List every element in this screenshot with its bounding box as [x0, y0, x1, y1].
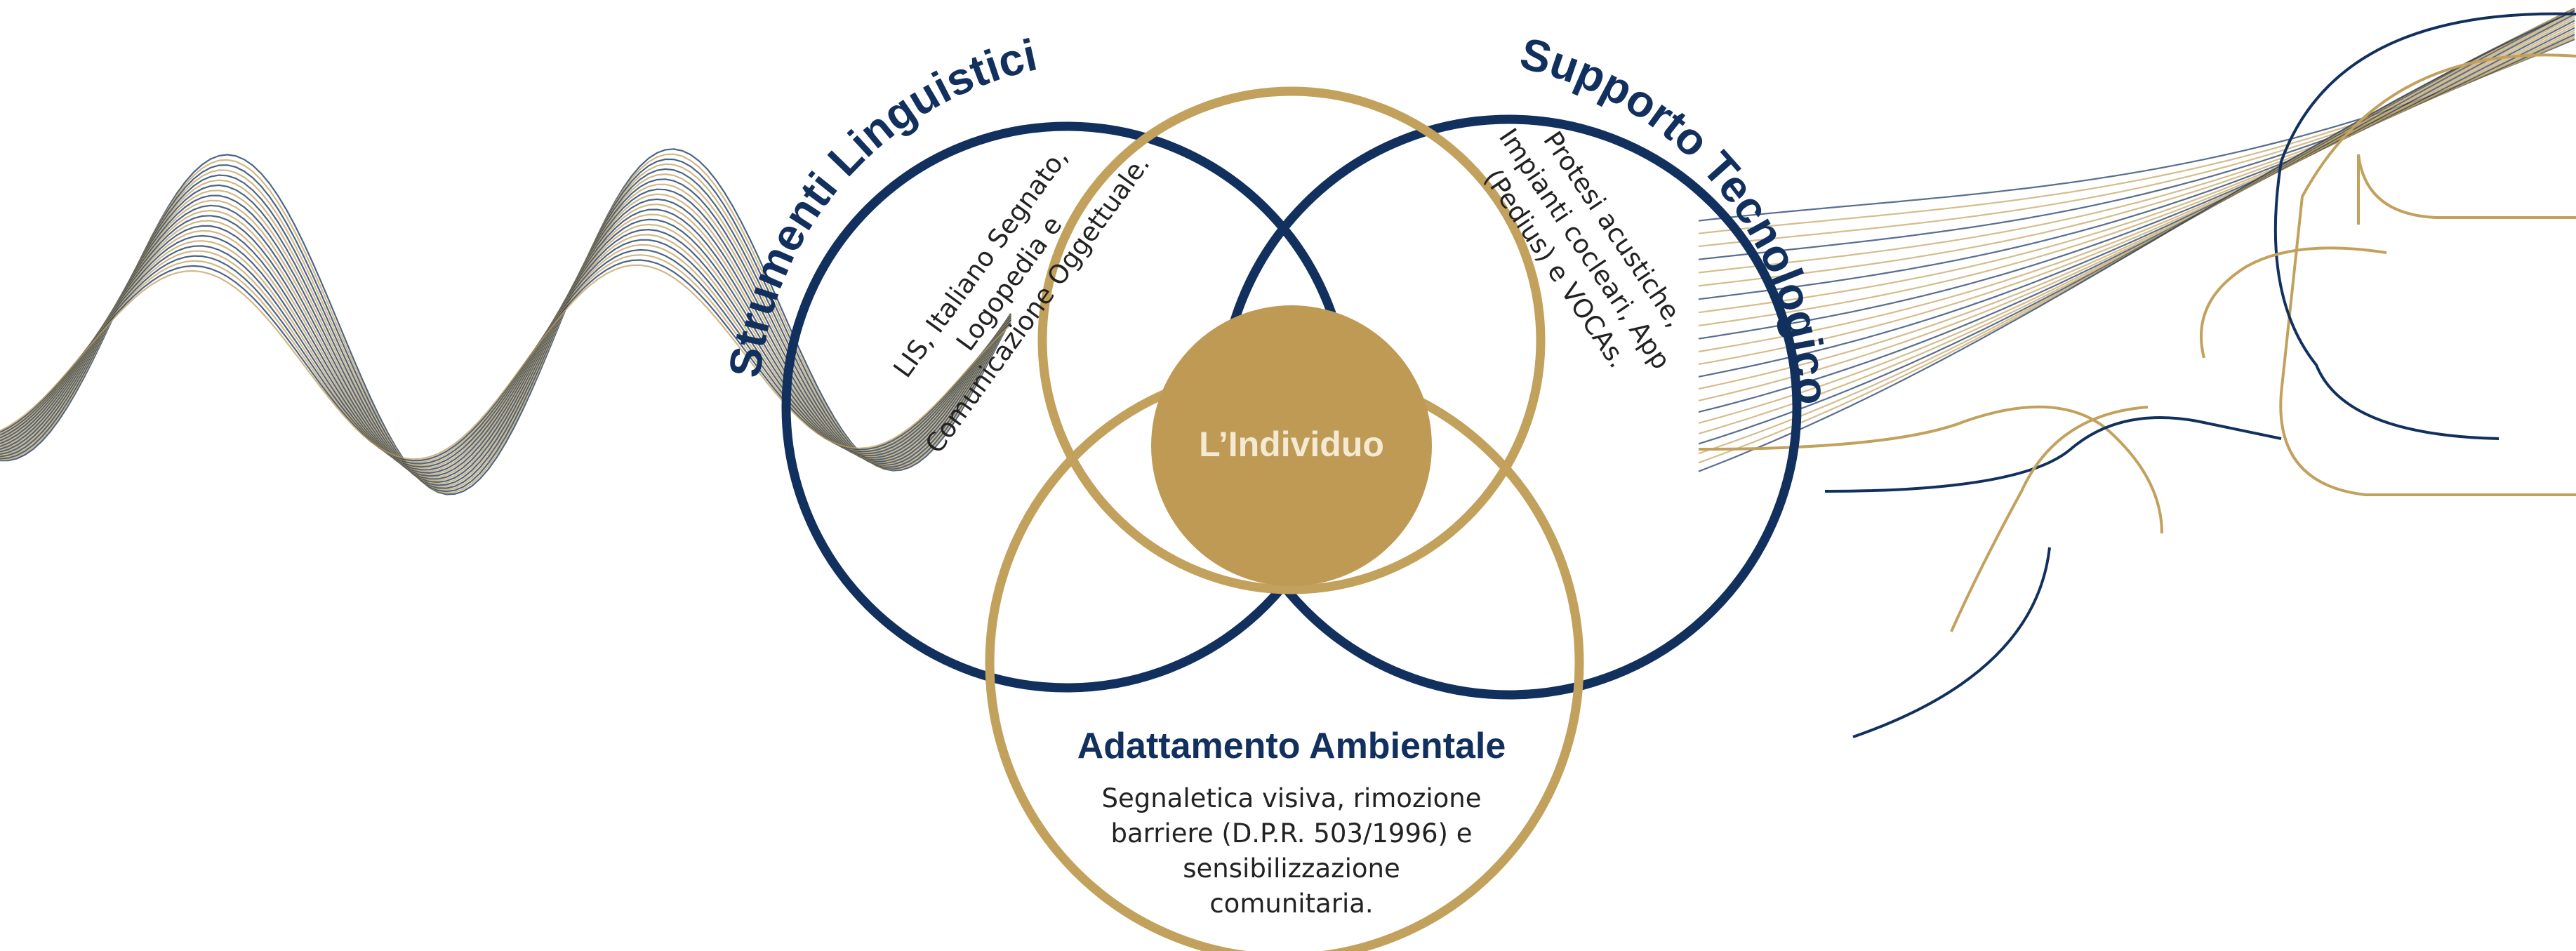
body-environment-line: comunitaria. [1209, 889, 1373, 919]
body-linguistic: LIS, Italiano Segnato, Logopedia e Comun… [888, 142, 1156, 459]
circle-center-top [1037, 86, 1546, 594]
body-environment-line: sensibilizzazione [1183, 853, 1400, 884]
center-label: L’Individuo [1199, 425, 1384, 464]
right-line-decoration [1698, 12, 2576, 738]
title-environment: Adattamento Ambientale [1077, 726, 1506, 766]
left-wave-decoration [0, 148, 1011, 496]
body-environment-line: Segnaletica visiva, rimozione [1101, 783, 1481, 813]
body-environment-line: barriere (D.P.R. 503/1996) e [1110, 818, 1472, 849]
center-disc [1151, 305, 1432, 586]
right-wave-decoration [1698, 8, 2575, 472]
